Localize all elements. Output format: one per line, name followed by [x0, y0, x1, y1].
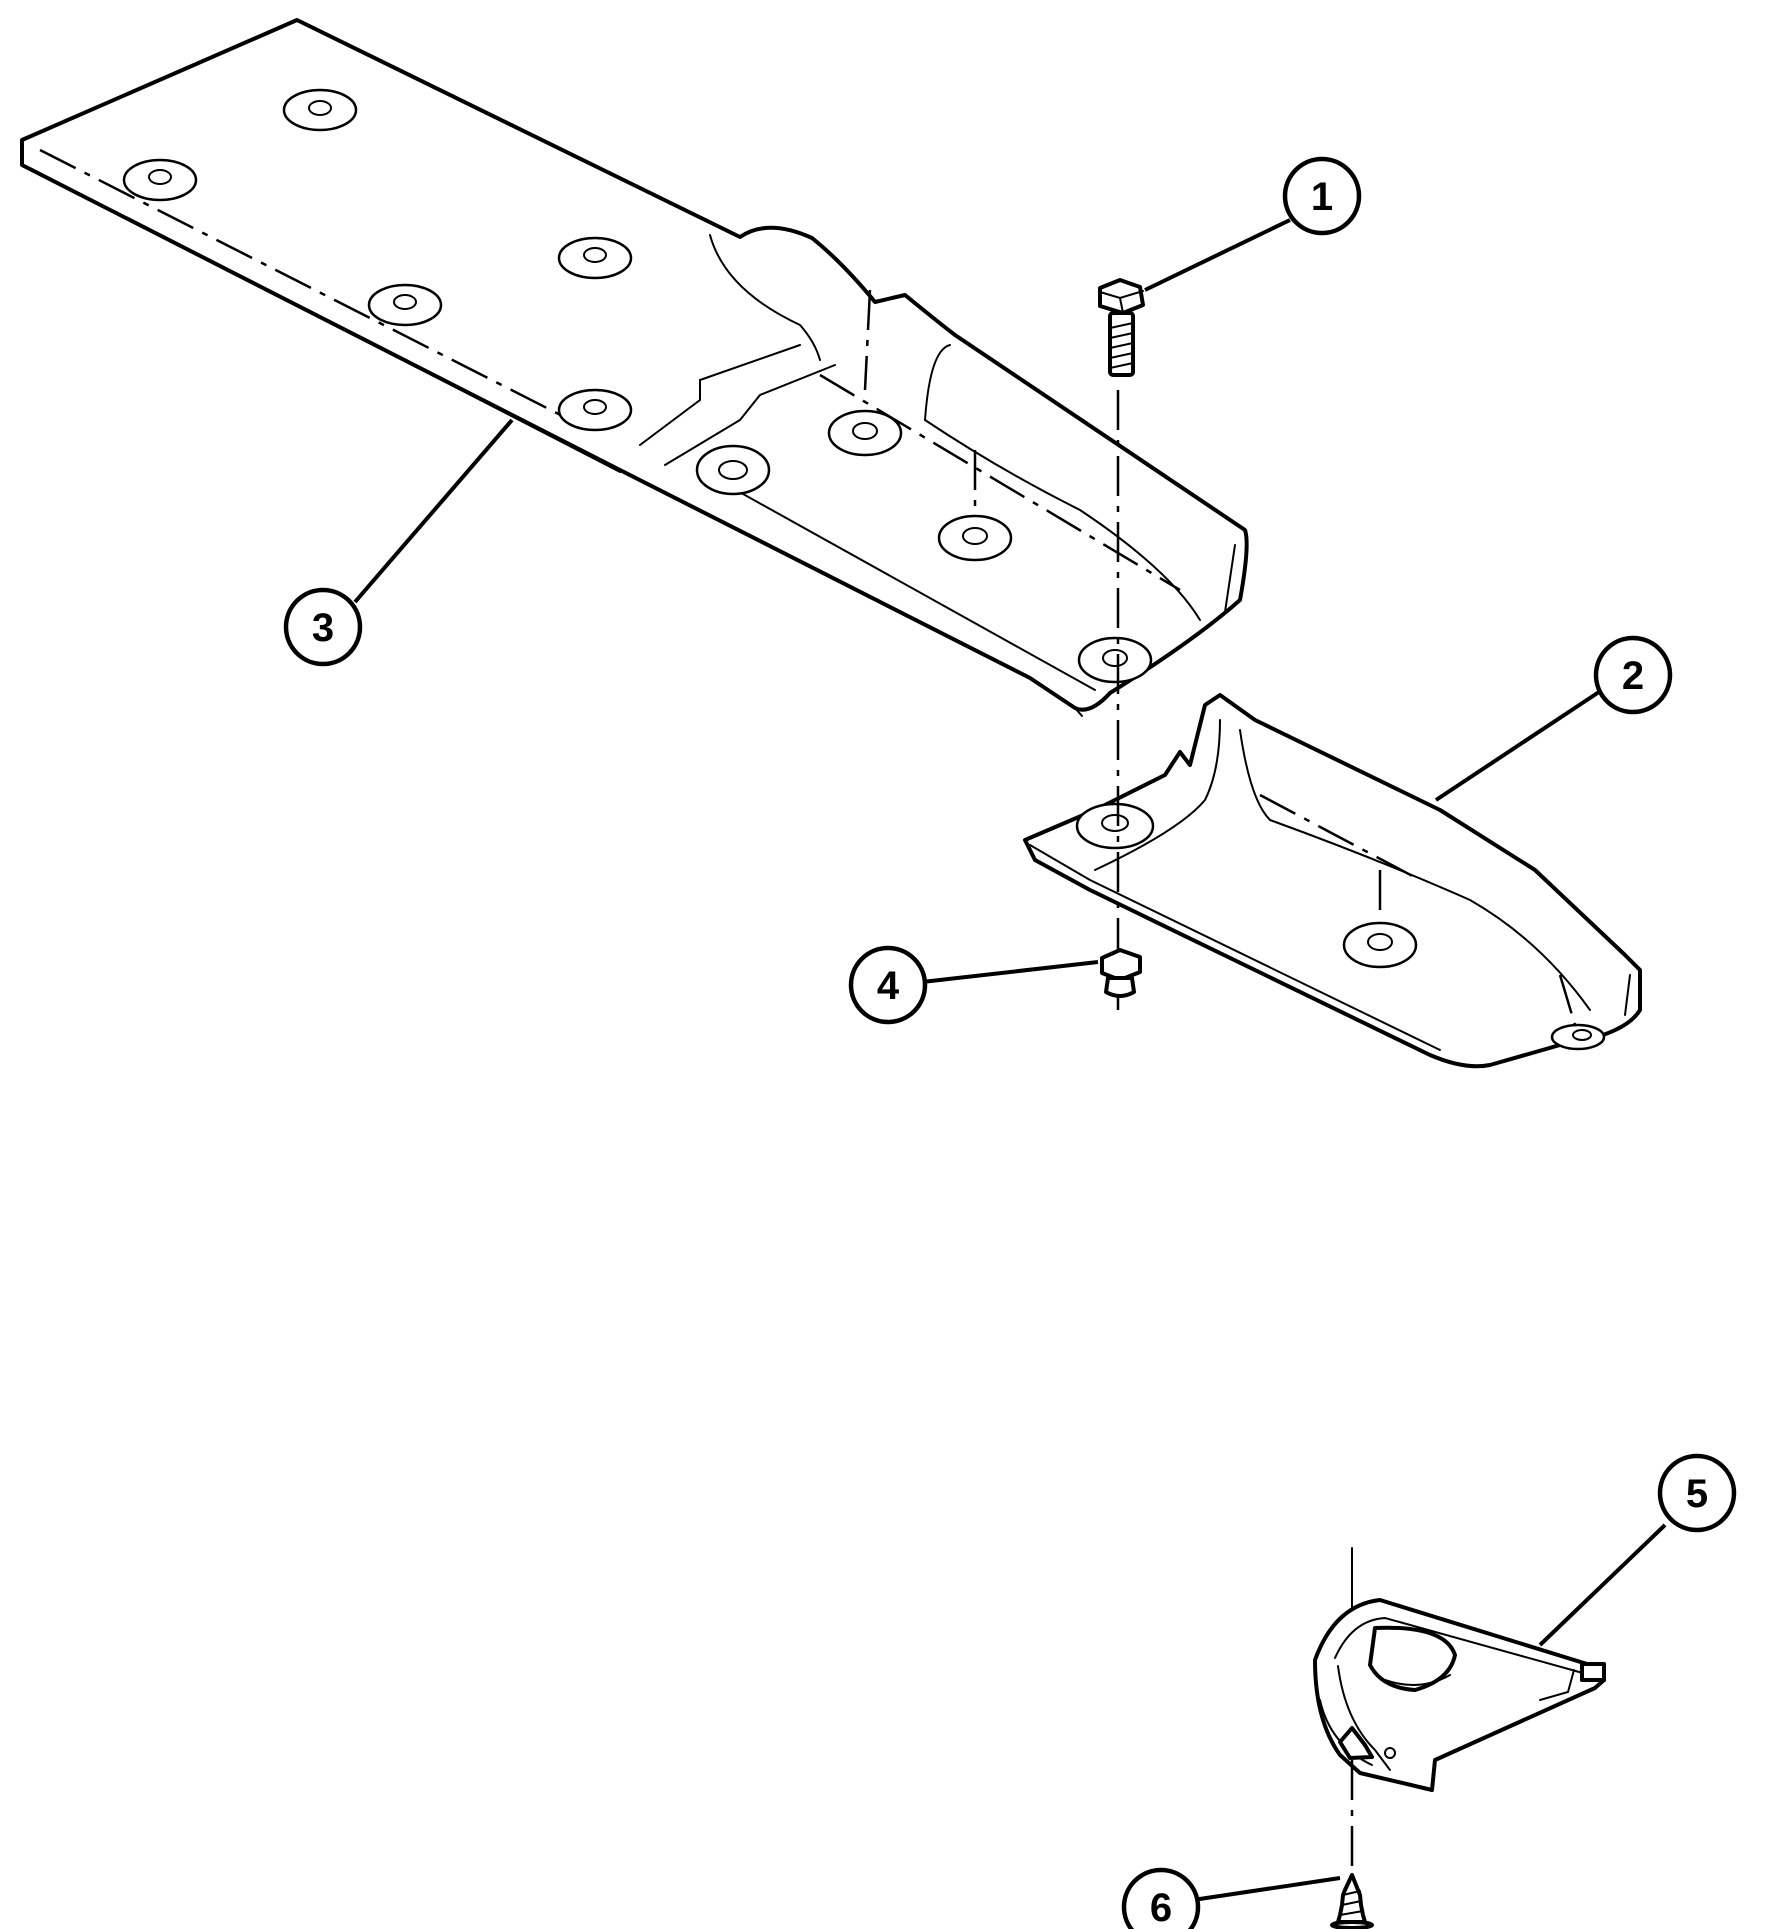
grommet: [122, 158, 198, 202]
callout-label: 5: [1686, 1472, 1708, 1516]
grommet: [1077, 636, 1153, 684]
leader-line-6: [1192, 1876, 1341, 1902]
grommet: [937, 514, 1013, 562]
grommet: [367, 283, 443, 327]
callout-label: 2: [1622, 654, 1644, 698]
callout-3: 3: [283, 587, 363, 667]
rear-heat-shield: [1023, 693, 1642, 1069]
callout-5: 5: [1657, 1453, 1737, 1533]
leader-line-5: [1538, 1523, 1667, 1647]
callout-label: 1: [1311, 175, 1333, 219]
callout-label: 6: [1150, 1886, 1172, 1929]
grommet: [557, 388, 633, 432]
callout-2: 2: [1593, 635, 1673, 715]
grommet: [1342, 921, 1418, 969]
grommet: [695, 444, 771, 496]
leader-line-4: [921, 960, 1099, 984]
callout-4: 4: [848, 945, 928, 1025]
callout-1: 1: [1282, 156, 1362, 236]
callout-label: 3: [312, 606, 334, 650]
leader-line-2: [1434, 688, 1604, 802]
grommet: [1550, 1023, 1606, 1051]
grommet: [557, 236, 633, 280]
grommet: [1075, 802, 1155, 850]
grommet: [827, 409, 903, 457]
nut: [1100, 948, 1142, 998]
bracket-shield: [1313, 1547, 1606, 1792]
callout-6: 6: [1121, 1867, 1201, 1929]
bolt: [1098, 278, 1145, 377]
grommet: [282, 88, 358, 132]
screw: [1330, 1873, 1374, 1929]
front-heat-shield: [20, 18, 1249, 717]
callout-label: 4: [877, 964, 900, 1008]
leader-line-3: [353, 418, 514, 604]
leader-line-1: [1144, 218, 1291, 292]
